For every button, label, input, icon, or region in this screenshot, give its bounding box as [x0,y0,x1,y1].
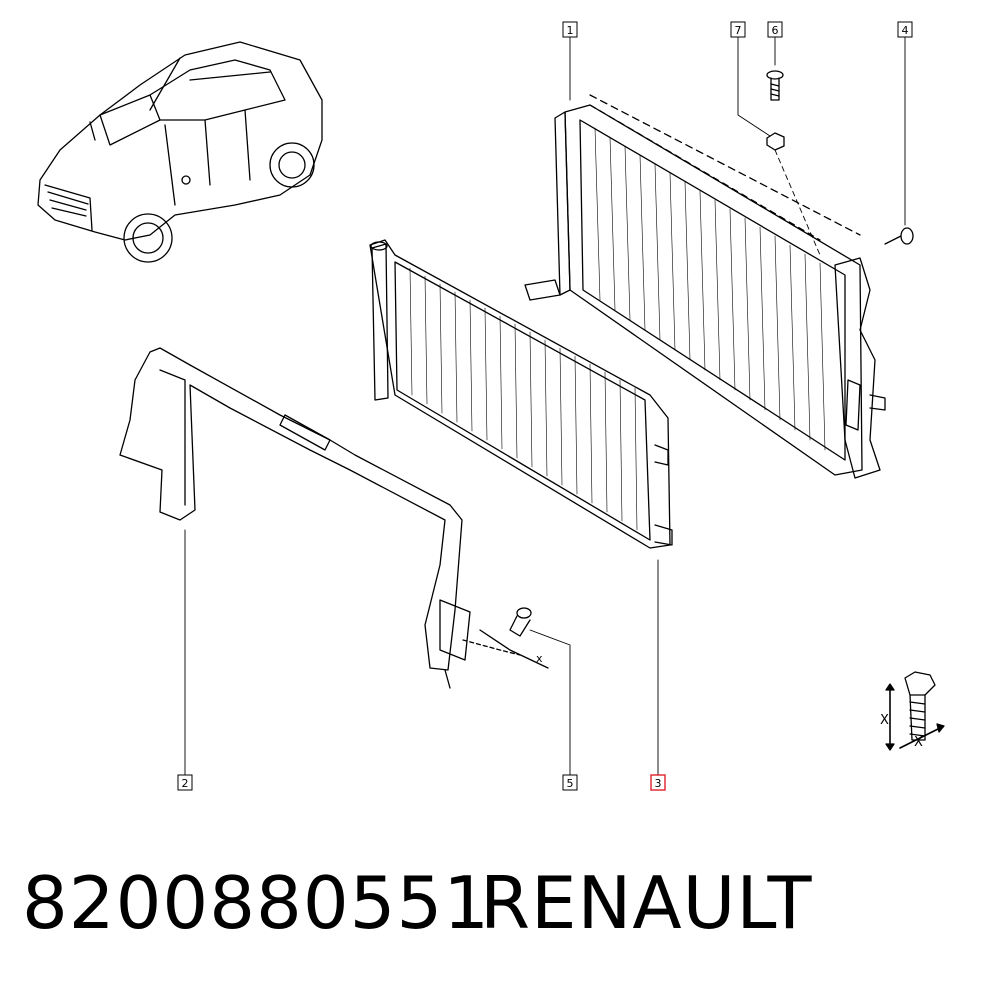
callout-3-label: 3 [655,777,662,790]
callout-2[interactable]: 2 [177,774,193,791]
leader-lines [184,36,906,776]
dimension-x-label: X [914,735,923,750]
callout-1[interactable]: 1 [562,21,578,38]
callout-6[interactable]: 6 [767,21,783,38]
callout-5[interactable]: 5 [562,774,578,791]
brand-name: RENAULT [480,861,813,945]
screw-part-4 [884,227,914,245]
callout-4-label: 4 [902,24,909,37]
dimension-x-label: x [536,652,543,665]
callout-7[interactable]: 7 [730,21,746,38]
callout-7-label: 7 [735,24,742,37]
callout-3-highlighted[interactable]: 3 [650,774,666,791]
air-deflector [119,347,471,689]
callout-1-label: 1 [567,24,574,37]
callout-2-label: 2 [182,777,189,790]
clip-part-5 [509,607,532,637]
car-illustration [37,41,323,263]
callout-6-label: 6 [772,24,779,37]
exploded-parts-diagram: x X X 1 7 6 4 2 5 3 [37,21,945,791]
condenser [369,239,673,549]
callout-5-label: 5 [567,777,574,790]
dimension-x-label: X [880,713,889,728]
radiator [524,94,886,479]
callout-4[interactable]: 4 [897,21,913,38]
bolt-part-6 [766,70,784,101]
nut-part-7 [766,132,785,151]
bolt-symbol [885,671,945,751]
part-number: 8200880551 [22,861,491,945]
